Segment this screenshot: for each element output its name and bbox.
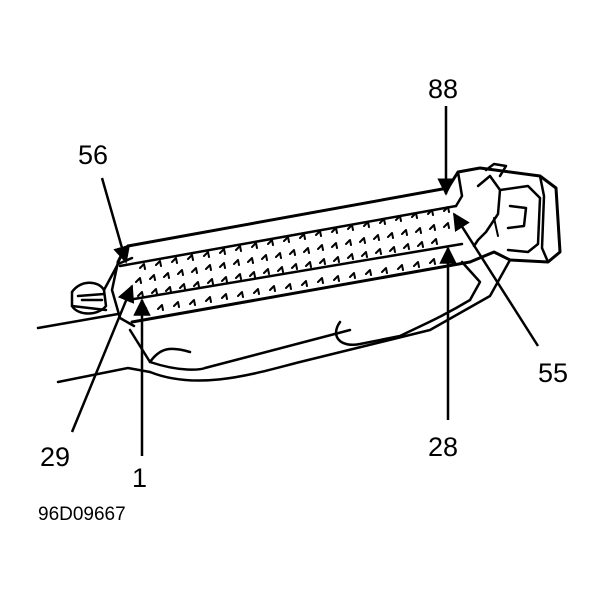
leader-line-29 bbox=[70, 284, 135, 433]
pin-label-29: 29 bbox=[40, 442, 70, 472]
pin-label-56: 56 bbox=[78, 140, 108, 170]
figure-id: 96D09667 bbox=[38, 504, 126, 525]
pin-label-28: 28 bbox=[428, 432, 458, 462]
pin-label-55: 55 bbox=[538, 358, 568, 388]
leader-line-55 bbox=[452, 212, 540, 347]
leader-line-56 bbox=[100, 177, 131, 264]
leader-lines bbox=[70, 106, 540, 456]
connector-body bbox=[110, 162, 562, 382]
wire-harness bbox=[36, 256, 152, 384]
pin-label-88: 88 bbox=[428, 74, 458, 104]
pin-label-1: 1 bbox=[132, 463, 147, 493]
